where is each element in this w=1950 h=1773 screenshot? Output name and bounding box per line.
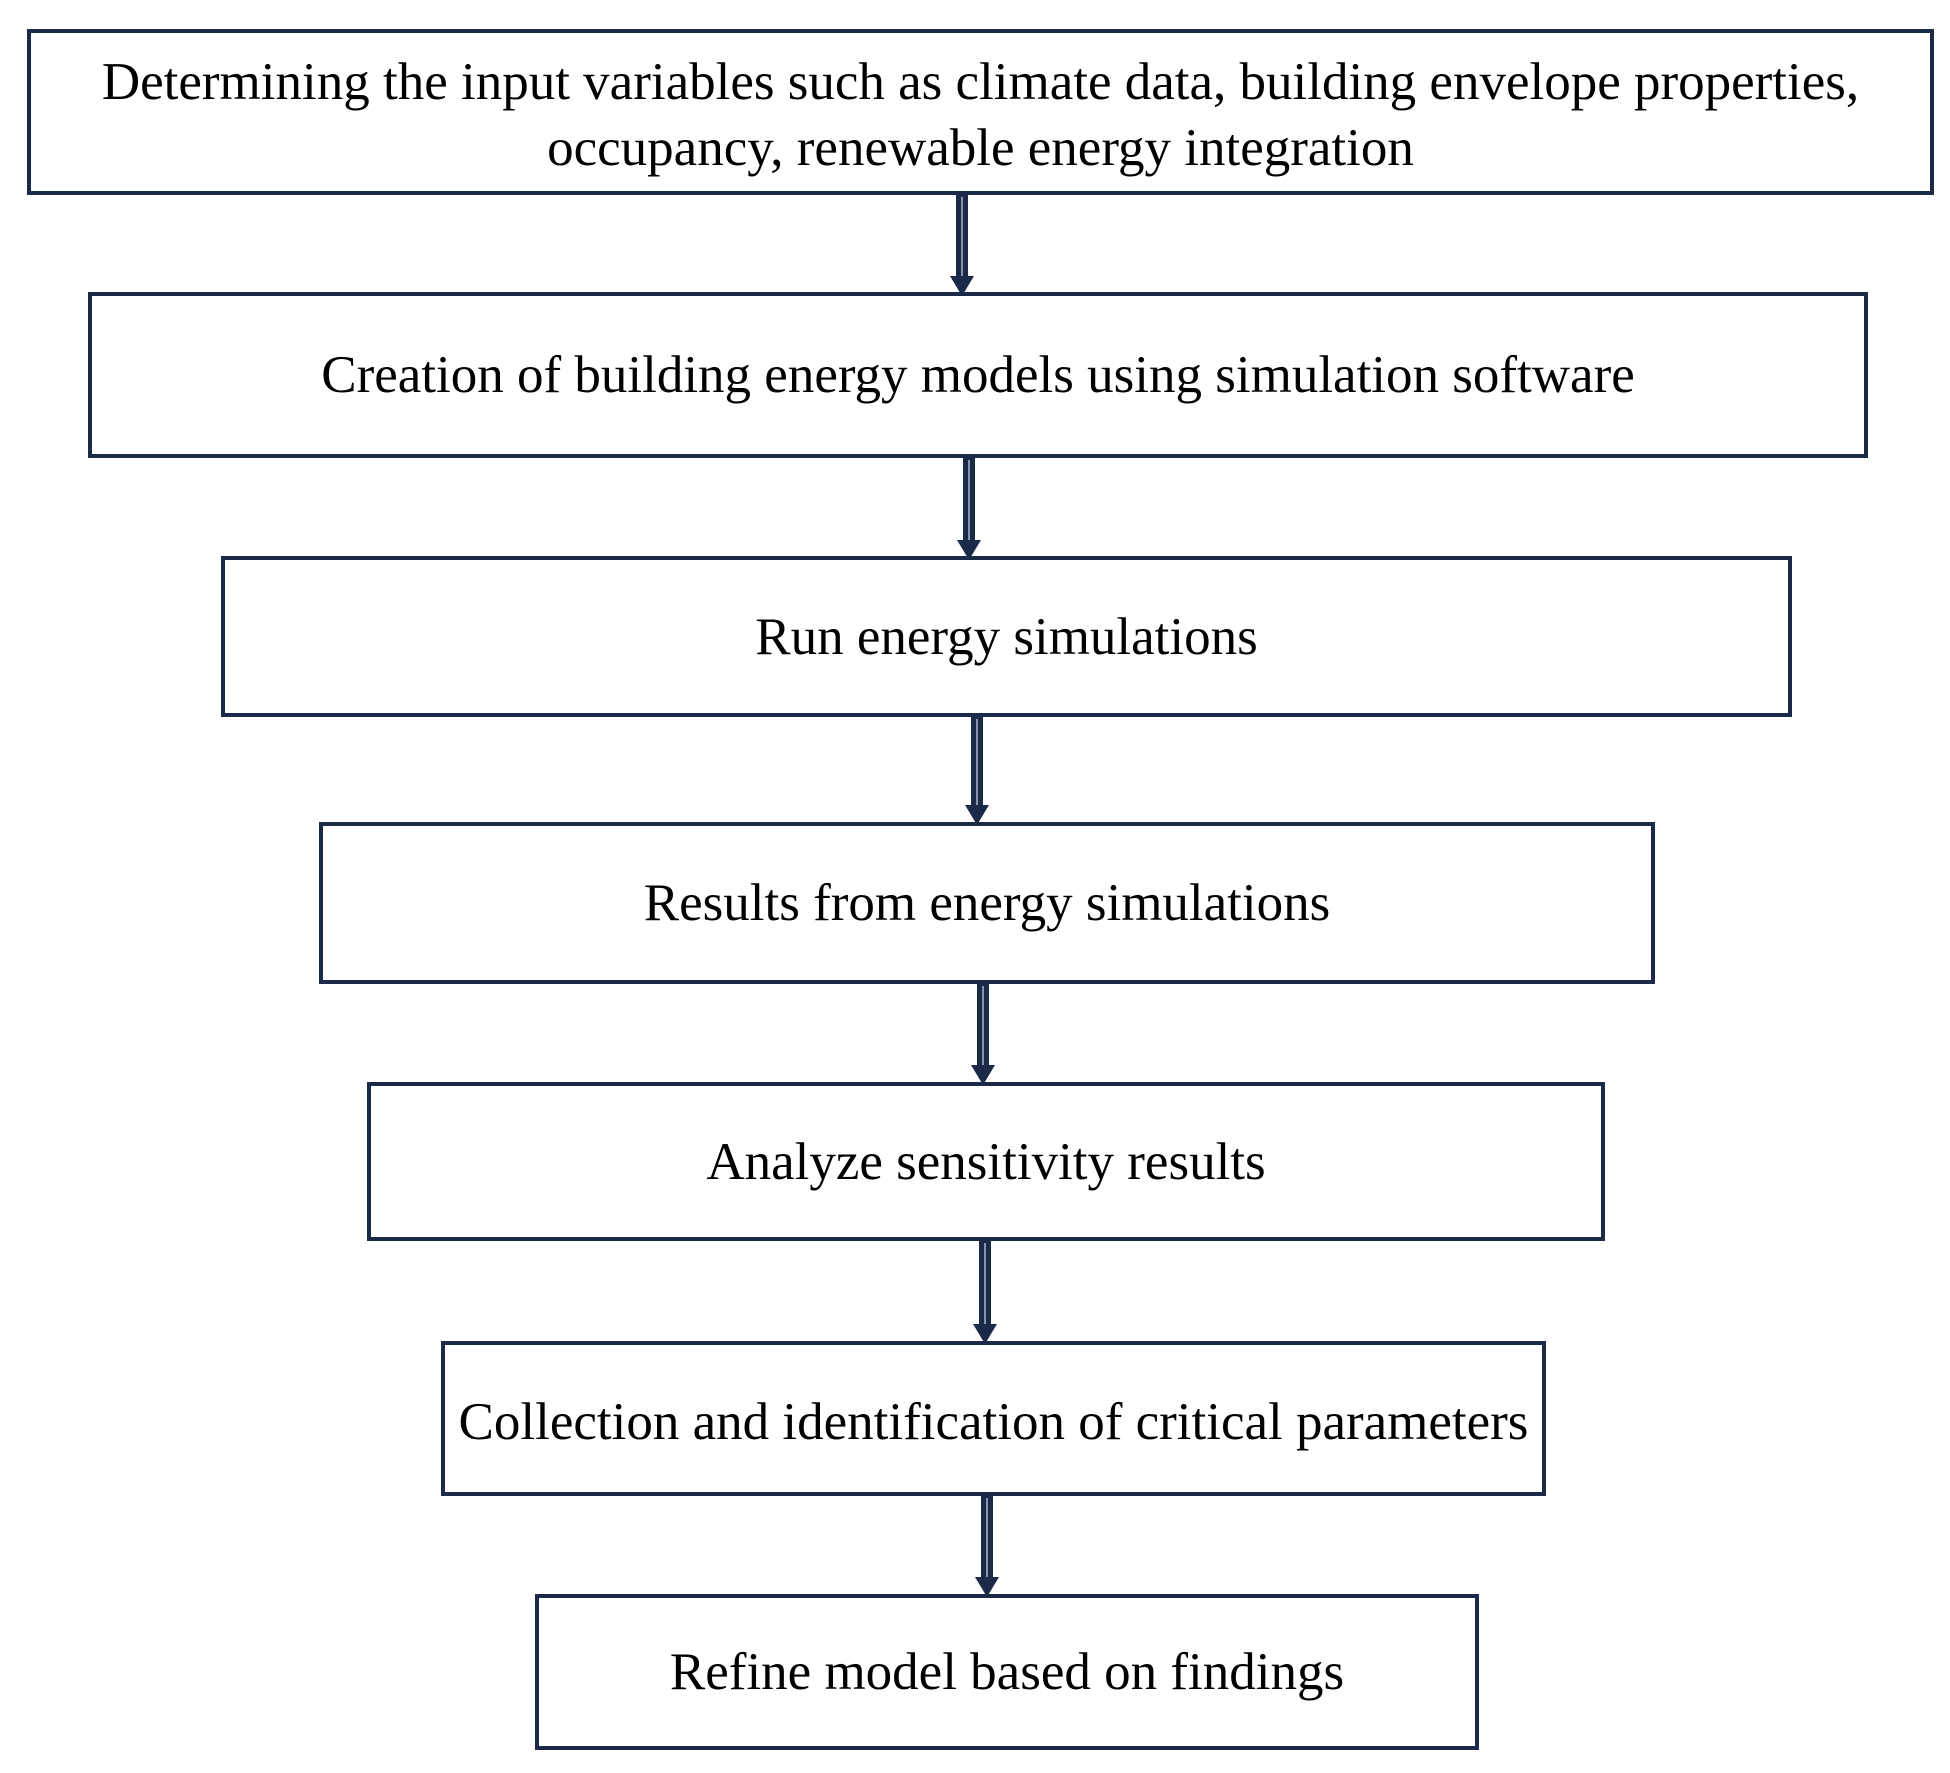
step-box-create-energy-models: Creation of building energy models using… [88,292,1868,458]
arrow-5-to-6 [973,1241,997,1344]
step-box-define-input-variables: Determining the input variables such as … [27,29,1934,195]
arrow-6-to-7 [975,1496,999,1597]
arrow-1-to-2 [950,195,974,296]
step-label: Determining the input variables such as … [101,53,1860,177]
step-label: Analyze sensitivity results [706,1132,1266,1191]
step-label: Refine model based on findings [669,1643,1345,1701]
step-box-simulation-results: Results from energy simulations [319,822,1655,984]
step-label: Collection and identification of critica… [458,1392,1529,1451]
step-box-identify-critical-parameters: Collection and identification of critica… [441,1341,1546,1496]
arrow-3-to-4 [965,717,989,825]
step-box-analyze-sensitivity: Analyze sensitivity results [367,1082,1605,1241]
arrow-4-to-5 [971,984,995,1085]
step-label: Run energy simulations [755,607,1258,666]
step-box-run-simulations: Run energy simulations [221,556,1792,717]
step-label: Creation of building energy models using… [321,346,1635,404]
step-label: Results from energy simulations [643,874,1331,932]
arrow-2-to-3 [957,458,981,560]
step-box-refine-model: Refine model based on findings [535,1594,1479,1750]
